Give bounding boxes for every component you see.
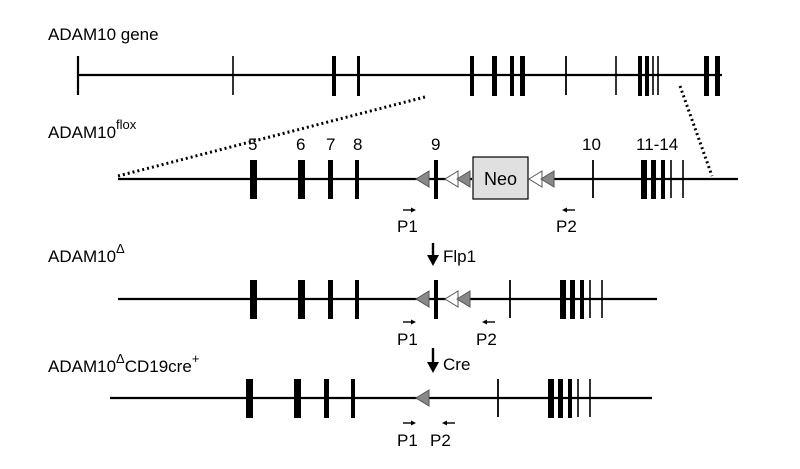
exon-label-6: 6: [296, 135, 305, 154]
cre-arrow: [427, 348, 439, 373]
deleted-allele: [110, 379, 652, 418]
exon-label-7: 7: [326, 135, 335, 154]
flp1-label: Flp1: [443, 247, 476, 266]
exon-label-10: 10: [582, 135, 601, 154]
flp1-arrow: [427, 243, 439, 266]
row-label-cre: ADAM10ΔCD19cre+: [48, 351, 199, 376]
neo-cassette-label: Neo: [484, 169, 517, 189]
site-triangles-delta: [415, 290, 471, 308]
site-triangles-flox: [415, 170, 555, 188]
primer-label-p2-deleted: P2: [430, 431, 451, 450]
primer-label-p1-delta: P1: [397, 330, 418, 349]
primer-label-p2-delta: P2: [476, 330, 497, 349]
primer-arrows-delta: [403, 319, 495, 325]
primer-label-p1-deleted: P1: [397, 431, 418, 450]
site-triangle-deleted: [415, 389, 430, 407]
gene-locus: [76, 56, 722, 96]
primer-arrows-deleted: [403, 420, 455, 426]
exon-label-11-14: 11-14: [636, 135, 678, 154]
row-label-delta: ADAM10Δ: [48, 241, 125, 266]
row-label-gene: ADAM10 gene: [48, 25, 159, 44]
exon-number-labels: 5 6 7 8 9 10 11-14: [248, 135, 678, 154]
delta-allele: [118, 280, 657, 319]
zoom-lines: [117, 85, 714, 178]
primer-arrows-flox: [403, 207, 575, 213]
row-label-flox: ADAM10flox: [48, 117, 137, 142]
exon-label-8: 8: [353, 135, 362, 154]
exon-label-9: 9: [431, 135, 440, 154]
exon-label-5: 5: [248, 135, 257, 154]
neo-cassette: Neo: [472, 156, 529, 200]
primer-label-p1-flox: P1: [397, 217, 418, 236]
cre-label: Cre: [443, 355, 470, 374]
primer-label-p2-flox: P2: [556, 217, 577, 236]
flox-allele: [118, 160, 738, 199]
